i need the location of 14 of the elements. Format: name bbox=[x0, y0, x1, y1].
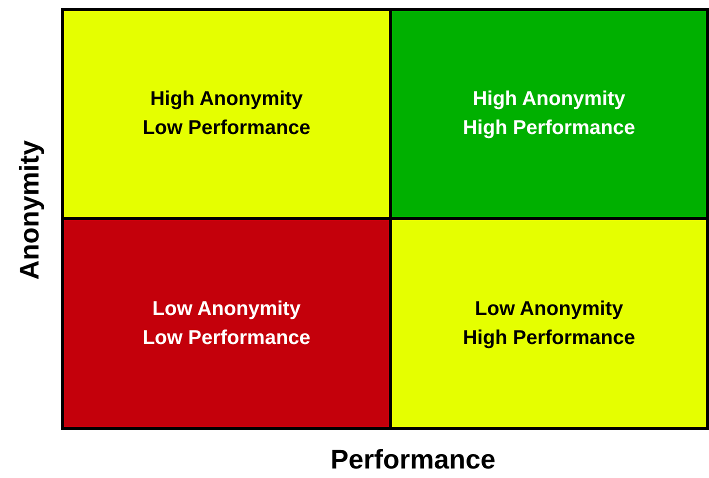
quadrant-box bbox=[61, 217, 392, 430]
quadrant-label: High Anonymity bbox=[472, 87, 626, 112]
x-axis-label: Performance bbox=[330, 444, 496, 476]
quadrant-box bbox=[389, 217, 709, 430]
y-axis-label: Anonymity bbox=[14, 140, 46, 280]
quadrant-label: Low Anonymity bbox=[474, 296, 624, 322]
quadrant-box bbox=[61, 8, 392, 220]
quadrant-label: High Performance bbox=[462, 326, 636, 350]
quadrant-label: Low Performance bbox=[142, 116, 310, 141]
quadrant-label: High Performance bbox=[462, 116, 636, 141]
quadrant-label: Low Performance bbox=[142, 326, 310, 350]
quadrant-box bbox=[389, 8, 709, 220]
quadrant-label: Low Anonymity bbox=[152, 296, 301, 322]
quadrant-label: High Anonymity bbox=[150, 87, 303, 112]
